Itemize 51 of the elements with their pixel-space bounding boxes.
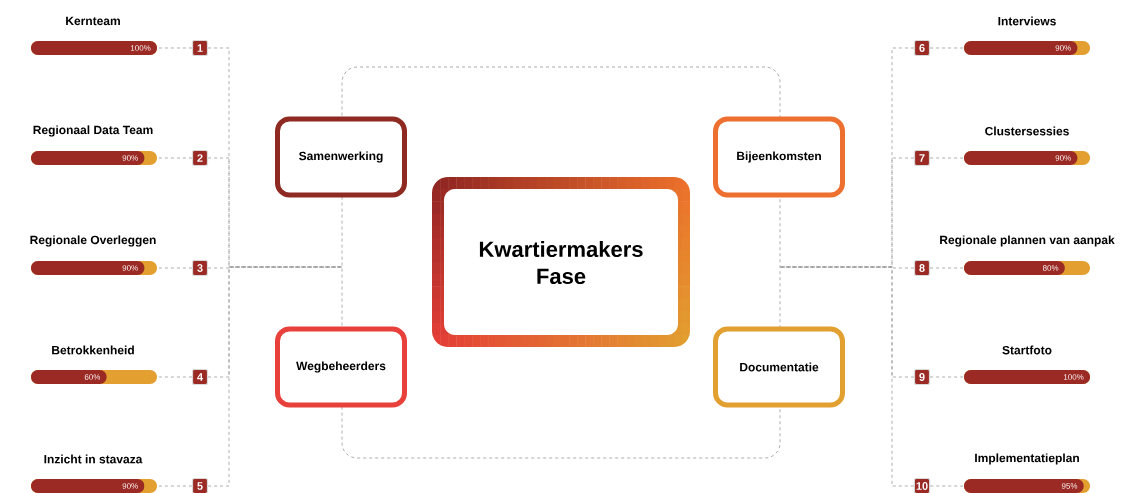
connector-line bbox=[929, 157, 965, 159]
progress-bar: 90% bbox=[31, 261, 157, 275]
connector-line bbox=[780, 266, 915, 269]
number-badge: 10 bbox=[913, 477, 931, 493]
number-badge: 6 bbox=[913, 39, 931, 57]
connector-line bbox=[156, 376, 193, 378]
connector-line bbox=[207, 266, 342, 487]
progress-bar: 90% bbox=[964, 151, 1090, 165]
progress-bar: 60% bbox=[31, 370, 157, 384]
connector-line bbox=[156, 485, 193, 487]
number-badge: 8 bbox=[913, 259, 931, 277]
connector-line bbox=[929, 485, 965, 487]
number-badge: 9 bbox=[913, 368, 931, 386]
connector-line bbox=[156, 47, 193, 49]
item-title: Betrokkenheid bbox=[52, 345, 134, 355]
connector-line bbox=[780, 266, 915, 378]
progress-bar: 90% bbox=[31, 151, 157, 165]
number-badge: 3 bbox=[191, 259, 209, 277]
category-box: Wegbeheerders bbox=[275, 326, 407, 408]
number-badge: 2 bbox=[191, 149, 209, 167]
connector-line bbox=[929, 267, 965, 269]
item-title: Regionale plannen van aanpak bbox=[940, 235, 1115, 247]
number-badge: 7 bbox=[913, 149, 931, 167]
progress-bar: 80% bbox=[964, 261, 1090, 275]
item-title: Kernteam bbox=[66, 16, 120, 26]
number-badge: 1 bbox=[191, 39, 209, 57]
item-title: Interviews bbox=[998, 16, 1056, 26]
item-title: Regionale Overleggen bbox=[30, 235, 156, 247]
progress-bar: 90% bbox=[964, 41, 1090, 55]
connector-line bbox=[207, 266, 342, 378]
connector-line bbox=[780, 266, 915, 487]
connector-line bbox=[207, 266, 342, 269]
connector-line bbox=[929, 47, 965, 49]
progress-bar: 95% bbox=[964, 479, 1090, 493]
number-badge: 4 bbox=[191, 368, 209, 386]
category-box: Bijeenkomsten bbox=[713, 116, 845, 198]
item-title: Clustersessies bbox=[985, 126, 1069, 136]
progress-bar: 100% bbox=[31, 41, 157, 55]
progress-bar: 90% bbox=[31, 479, 157, 493]
item-title: Regionaal Data Team bbox=[33, 125, 153, 137]
center-box: Kwartiermakers Fase bbox=[432, 177, 690, 347]
item-title: Inzicht in stavaza bbox=[44, 454, 143, 464]
item-title: Startfoto bbox=[1002, 345, 1052, 355]
number-badge: 5 bbox=[191, 477, 209, 493]
category-box: Samenwerking bbox=[275, 116, 407, 198]
connector-line bbox=[156, 157, 193, 159]
connector-line bbox=[156, 267, 193, 269]
connector-line bbox=[929, 376, 965, 378]
progress-bar: 100% bbox=[964, 370, 1090, 384]
item-title: Implementatieplan bbox=[975, 453, 1079, 465]
category-box: Documentatie bbox=[713, 326, 845, 408]
